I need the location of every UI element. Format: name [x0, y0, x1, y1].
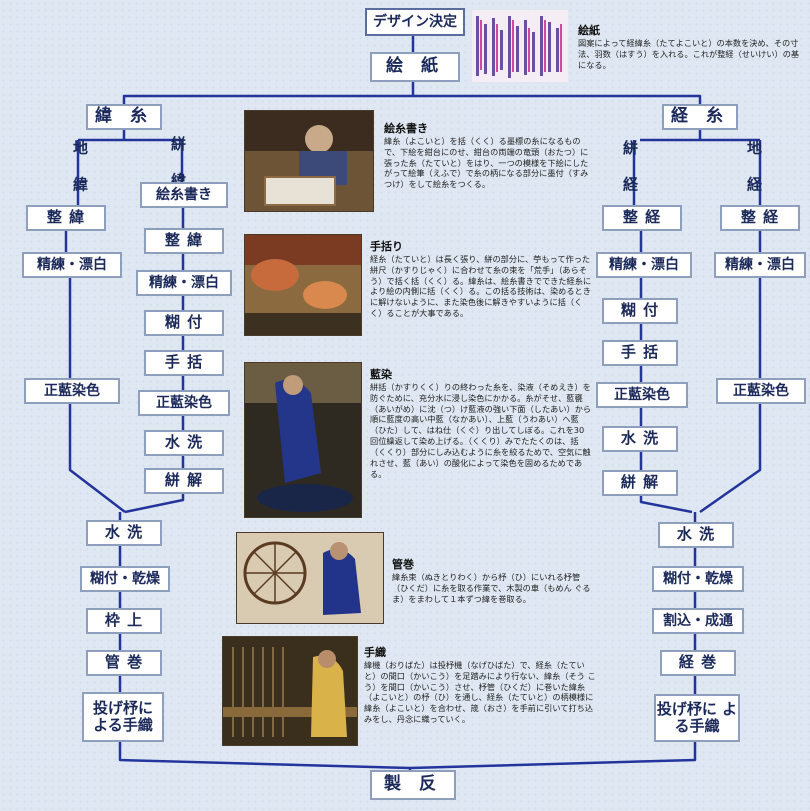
right-kasuri-step: 精練・漂白 [596, 252, 692, 278]
aizome-photo [244, 362, 362, 518]
panel-text: 緯糸（よこいと）を括（くく）る墨標の糸になるもので、下絵を紺台にのせ、紺台の両端… [384, 136, 589, 190]
panel-title: 絵糸書き [384, 122, 428, 135]
left-kasuri-step: 水 洗 [144, 430, 224, 456]
eito-gaki-photo [244, 110, 374, 212]
ezu-pattern-illustration [472, 10, 568, 82]
ezu-caption-text: 図案によって経緯糸（たてよこいと）の本数を決め、その寸法、羽数（はすう）を入れる… [578, 38, 800, 70]
left-kasuri-step: 絣 解 [144, 468, 224, 494]
left-kasuri-step: 手 括 [144, 350, 224, 376]
left-merged-step: 糊付・乾燥 [80, 566, 170, 592]
right-kasuri-step: 正藍染色 [596, 382, 688, 408]
left-kasuri-step: 精練・漂白 [136, 270, 232, 296]
right-kasuri-step: 絣 解 [602, 470, 678, 496]
left-ji-step: 精練・漂白 [22, 252, 122, 278]
left-header-yokoito: 緯 糸 [86, 104, 162, 130]
panel-text: 経糸（たていと）は長く張り、絣の部分に、苧もって作った絣尺（かすりじゃく）に合わ… [370, 254, 592, 319]
panel-title: 管巻 [392, 558, 414, 571]
right-ji-step: 正藍染色 [716, 378, 806, 404]
right-kasuri-step: 整 経 [602, 205, 682, 231]
left-merged-step: 投げ杼に よる手織 [82, 692, 164, 742]
left-kasuri-step: 絵糸書き [140, 182, 228, 208]
right-merged-step: 経 巻 [660, 650, 736, 676]
right-ji-step: 精練・漂白 [714, 252, 806, 278]
teori-photo [222, 636, 358, 746]
panel-title: 手括り [370, 240, 403, 253]
left-merged-step: 枠 上 [86, 608, 162, 634]
panel-text: 緯糸束（ぬきとりわく）から杼（ひ）にいれる杼管（ひくだ）に糸を取る作業で、木製の… [392, 572, 591, 604]
right-branch-kasuri-label: 絣 経 [621, 140, 639, 200]
tekukuri-photo [244, 234, 362, 336]
right-ji-step: 整 経 [720, 205, 800, 231]
right-header-tateito: 経 糸 [662, 104, 738, 130]
left-branch-kasuri-label: 絣 緯 [169, 136, 187, 196]
right-kasuri-step: 糊 付 [602, 298, 678, 324]
panel-title: 藍染 [370, 368, 392, 381]
panel-text: 絣括（かすりくく）りの終わった糸を、染液（そめえき）を防ぐために、充分水に浸し染… [370, 382, 592, 479]
kudamaki-photo [236, 532, 384, 624]
left-ji-step: 正藍染色 [24, 378, 120, 404]
left-branch-ji-label: 地 緯 [71, 140, 89, 200]
right-branch-ji-label: 地 経 [745, 140, 763, 200]
ezu-caption-title: 絵紙 [578, 24, 600, 37]
right-merged-step: 糊付・乾燥 [652, 566, 744, 592]
panel-title: 手織 [364, 646, 386, 659]
final-seitan-box: 製 反 [370, 770, 456, 800]
left-kasuri-step: 整 緯 [144, 228, 224, 254]
right-kasuri-step: 手 括 [602, 340, 678, 366]
design-decision-box: デザイン決定 [365, 8, 465, 36]
left-kasuri-step: 糊 付 [144, 310, 224, 336]
left-ji-step: 整 緯 [26, 205, 106, 231]
ezu-box: 絵 紙 [370, 52, 460, 82]
panel-text: 緯機（おりばた）は投杼機（なげひばた）で、経糸（たていと）の間口（かいこう）を足… [364, 660, 596, 725]
left-merged-step: 管 巻 [86, 650, 162, 676]
right-merged-step: 割込・成通 [652, 608, 744, 634]
right-kasuri-step: 水 洗 [602, 426, 678, 452]
left-kasuri-step: 正藍染色 [138, 390, 230, 416]
right-merged-step: 水 洗 [658, 522, 734, 548]
right-merged-step: 投げ杼に よる手織 [654, 694, 740, 742]
left-merged-step: 水 洗 [86, 520, 162, 546]
